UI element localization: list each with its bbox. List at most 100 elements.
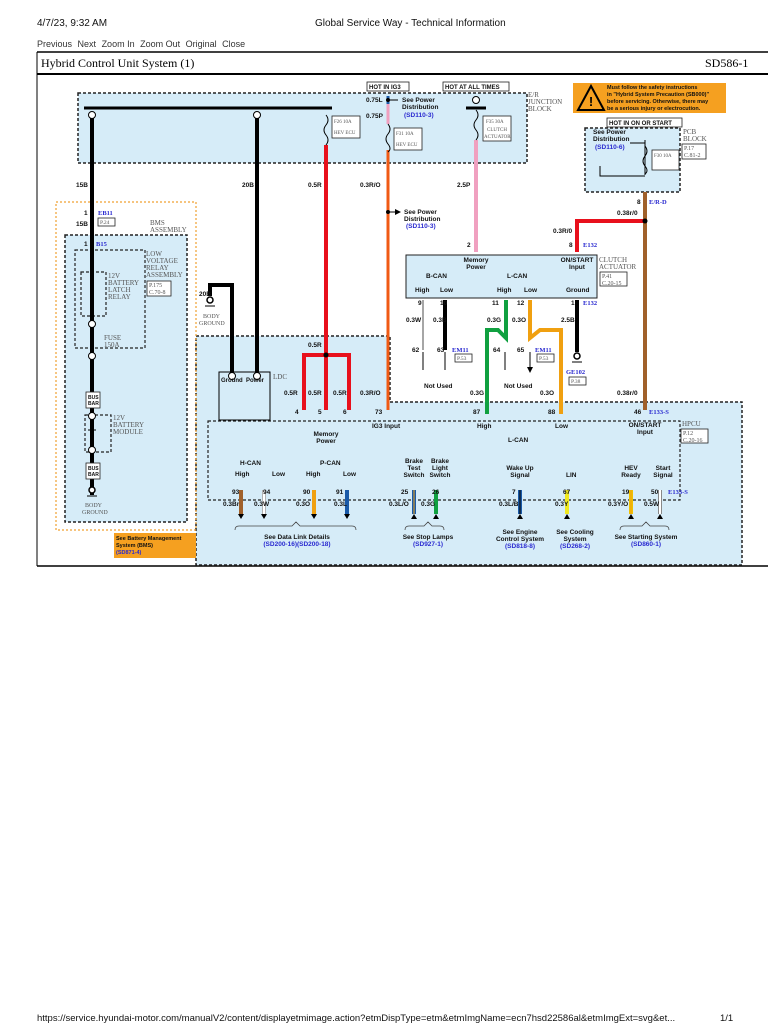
svg-text:HOT IN ON OR START: HOT IN ON OR START: [609, 121, 672, 127]
see-data-link-details: See Data Link Details: [264, 534, 330, 541]
svg-text:L-CAN: L-CAN: [507, 273, 528, 280]
sd110-3-link-2[interactable]: (SD110-3): [406, 223, 436, 230]
wire-labels: 15B 20B 0.5R 0.3R/O 2.5P 0.75L 0.75P 0.3…: [76, 97, 660, 508]
svg-text:B-CAN: B-CAN: [426, 273, 447, 280]
svg-text:HPCU: HPCU: [682, 420, 701, 428]
sd110-6-link[interactable]: (SD110-6): [595, 144, 625, 151]
ground-icon: [205, 296, 215, 307]
svg-text:0.3Y/O: 0.3Y/O: [608, 501, 628, 508]
ldc-power-label: Power: [246, 378, 265, 384]
svg-text:IG3 Input: IG3 Input: [372, 423, 401, 430]
svg-text:88: 88: [548, 409, 556, 416]
svg-text:91: 91: [336, 489, 344, 496]
svg-text:EB11: EB11: [98, 210, 113, 217]
lv-relay-assembly: [74, 249, 146, 349]
em11-connector: 62 63 EM11 P.53 64 65 EM11 P.53 Not Used…: [412, 347, 555, 390]
svg-text:1: 1: [84, 241, 88, 248]
wire-03ro-red: [575, 219, 645, 252]
svg-text:0.75L: 0.75L: [366, 97, 383, 104]
clutch-actuator-box: [405, 254, 598, 299]
wires: [84, 96, 662, 514]
svg-text:10: 10: [440, 300, 448, 307]
bms-outline: [55, 201, 197, 531]
svg-text:0.5W: 0.5W: [644, 501, 660, 508]
svg-text:Low: Low: [555, 423, 569, 430]
svg-text:B15: B15: [96, 241, 108, 248]
svg-text:0.5R: 0.5R: [284, 390, 298, 397]
close-link[interactable]: Close: [222, 39, 246, 49]
svg-text:2.5B: 2.5B: [561, 317, 575, 324]
svg-text:62: 62: [412, 347, 420, 354]
er-d-label: E/R-D: [649, 199, 667, 206]
diagram-code: SD586-1: [705, 56, 748, 70]
svg-text:Not Used: Not Used: [424, 383, 453, 390]
zoom-out-link[interactable]: Zoom Out: [140, 39, 181, 49]
svg-text:High: High: [235, 471, 249, 478]
sd110-3-link-1[interactable]: (SD110-3): [404, 112, 434, 119]
svg-text:E132: E132: [583, 242, 597, 249]
viewer-nav: Previous Next Zoom In Zoom Out Original …: [37, 39, 248, 49]
svg-text:64: 64: [493, 347, 501, 354]
svg-text:0.75P: 0.75P: [366, 113, 384, 120]
zoom-in-link[interactable]: Zoom In: [101, 39, 135, 49]
svg-text:Ground: Ground: [566, 287, 589, 294]
svg-text:P.24: P.24: [100, 220, 110, 226]
ground-icon: [87, 486, 97, 497]
svg-text:25: 25: [401, 489, 409, 496]
diagram-frame: [36, 51, 768, 567]
sd818-link: (SD818-8): [505, 543, 535, 550]
svg-text:11: 11: [492, 300, 499, 307]
svg-text:GE102: GE102: [566, 369, 585, 376]
ldc-ground-label: Ground: [221, 378, 243, 384]
original-link[interactable]: Original: [185, 39, 217, 49]
wire-03o: [528, 300, 563, 414]
svg-text:0.3O: 0.3O: [512, 317, 526, 324]
fuse-f30: F30 10A: [642, 145, 680, 175]
svg-text:HOT AT ALL TIMES: HOT AT ALL TIMES: [445, 85, 500, 91]
svg-text:E133-S: E133-S: [668, 489, 688, 496]
hot-at-all-times-label: HOT AT ALL TIMES: [442, 81, 510, 92]
ge102-ground: GE102 P.38: [566, 352, 587, 386]
ldc-label: LDC: [273, 373, 287, 381]
svg-text:High: High: [306, 471, 320, 478]
diagram-title: Hybrid Control Unit System (1): [41, 56, 194, 70]
svg-text:15B: 15B: [76, 221, 88, 228]
svg-text:(SD871-4): (SD871-4): [116, 550, 142, 556]
svg-text:0.3L/O: 0.3L/O: [389, 501, 409, 508]
svg-text:P.53: P.53: [457, 356, 467, 362]
ldc-box: [218, 371, 271, 421]
svg-text:90: 90: [303, 489, 311, 496]
svg-text:0.3Br: 0.3Br: [223, 501, 240, 508]
svg-text:H-CAN: H-CAN: [240, 460, 261, 467]
svg-text:46: 46: [634, 409, 642, 416]
svg-text:E132: E132: [583, 300, 597, 307]
svg-text:0.3L/B: 0.3L/B: [499, 501, 519, 508]
previous-link[interactable]: Previous: [37, 39, 73, 49]
next-link[interactable]: Next: [77, 39, 97, 49]
hot-in-ig3-label: HOT IN IG3: [366, 81, 410, 92]
svg-text:1: 1: [571, 300, 575, 307]
svg-text:8: 8: [569, 242, 573, 249]
wire-20b-ground: [208, 283, 234, 372]
reference-links[interactable]: See Data Link Details (SD200-16)(SD200-1…: [263, 529, 677, 550]
svg-text:P.41C.20-15: P.41C.20-15: [602, 274, 622, 287]
svg-text:Low: Low: [343, 471, 357, 478]
